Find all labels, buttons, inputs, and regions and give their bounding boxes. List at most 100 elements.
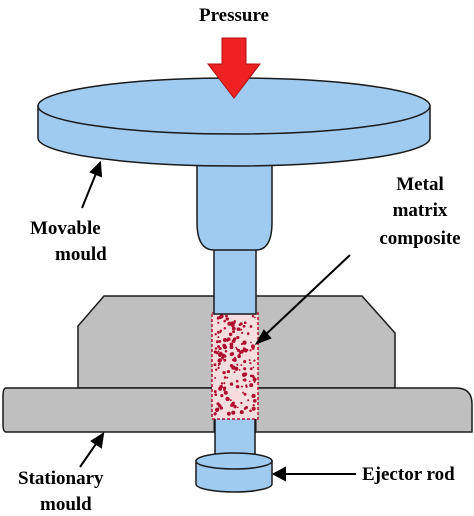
composite-label-line1: Metal xyxy=(396,174,443,195)
composite-particle xyxy=(237,354,241,359)
composite-particle xyxy=(213,363,217,367)
composite-particle xyxy=(249,383,254,388)
composite-particle xyxy=(213,412,217,416)
composite-particle xyxy=(219,406,224,410)
composite-particle xyxy=(224,350,228,353)
ejector-rod-leader-head-icon xyxy=(271,466,286,482)
composite-particle xyxy=(227,321,232,326)
composite-particle xyxy=(223,376,227,379)
ejector-rod-label: Ejector rod xyxy=(362,464,455,485)
composite-particle xyxy=(254,316,256,319)
composite-particle xyxy=(217,350,220,353)
composite-particle xyxy=(218,346,222,351)
composite-particle xyxy=(236,406,239,409)
composite-particle xyxy=(213,390,217,394)
composite-particle xyxy=(238,323,242,326)
composite-particle xyxy=(240,349,244,354)
composite-particle xyxy=(240,385,243,388)
composite-particle xyxy=(245,348,249,352)
composite-particle xyxy=(242,340,247,345)
composite-particle xyxy=(245,384,248,387)
composite-particle xyxy=(215,340,219,344)
composite-particle xyxy=(243,407,247,410)
composite-particle xyxy=(241,331,244,334)
ejector-rod-head-top xyxy=(195,452,273,470)
movable-mould-leader-head-icon xyxy=(89,160,103,178)
composite-particle xyxy=(252,398,257,403)
movable-mould-label-line2: mould xyxy=(55,244,107,265)
composite-particle xyxy=(229,399,232,402)
composite-particle xyxy=(229,382,234,386)
composite-particle xyxy=(226,370,230,374)
stationary-mould-leader xyxy=(79,440,99,468)
composite-particle xyxy=(218,362,221,366)
composite-particle xyxy=(217,364,220,367)
composite-particle xyxy=(233,404,237,409)
movable-mould-leader xyxy=(81,170,98,209)
pressure-arrow-icon xyxy=(206,37,262,99)
composite-label-line2: matrix xyxy=(393,200,448,221)
composite-particle xyxy=(251,314,255,318)
composite-particle xyxy=(214,377,217,379)
composite-particle xyxy=(223,319,226,323)
composite-particle xyxy=(249,361,252,365)
composite-label-line3: composite xyxy=(379,228,460,249)
composite-particle xyxy=(247,399,250,402)
composite-particle xyxy=(250,341,252,344)
composite-particle xyxy=(243,360,247,364)
composite-particle xyxy=(218,351,223,356)
composite-particle xyxy=(225,396,230,402)
composite-particle xyxy=(242,378,245,382)
composite-particle xyxy=(250,344,256,349)
composite-particle xyxy=(249,374,253,378)
composite-particle xyxy=(218,339,222,343)
composite-particle xyxy=(253,380,256,383)
composite-particle xyxy=(223,354,225,356)
composite-particle xyxy=(249,349,252,352)
leader-arrows xyxy=(79,160,356,482)
composite-particle xyxy=(230,321,235,326)
composite-particle xyxy=(239,328,243,331)
composite-particle xyxy=(239,410,244,415)
composite-particle xyxy=(231,365,236,370)
composite-particle xyxy=(214,333,217,336)
composite-particle xyxy=(215,368,218,371)
composite-leader-head-icon xyxy=(254,329,272,345)
composite-particle xyxy=(235,346,237,349)
composite-particle xyxy=(223,390,228,395)
composite-particle xyxy=(233,358,237,362)
composite-particle xyxy=(222,337,228,343)
composite-particle xyxy=(224,314,228,318)
composite-particle xyxy=(222,345,228,350)
composite-particle xyxy=(219,331,222,334)
composite-particle xyxy=(248,359,251,362)
composite-particle xyxy=(218,315,223,320)
composite-particle xyxy=(231,326,236,331)
composite-particle xyxy=(253,359,256,362)
composite-particle xyxy=(235,379,239,383)
composite-particle xyxy=(226,376,229,379)
composite-particle xyxy=(226,411,231,416)
composite-particle xyxy=(242,324,246,328)
composite-particle xyxy=(243,372,248,377)
composite-particle xyxy=(220,382,224,385)
composite-particle xyxy=(232,401,235,404)
composite-particle xyxy=(243,392,247,396)
composite-particle xyxy=(229,352,234,357)
composite-particle xyxy=(252,366,255,369)
stationary-mould-label-line1: Stationary xyxy=(18,468,104,489)
composite-particle xyxy=(219,329,223,332)
composite-particle xyxy=(223,358,227,362)
composite-particle xyxy=(217,359,221,363)
composite-particle xyxy=(236,363,239,366)
composite-leader xyxy=(261,254,351,339)
composite-particle xyxy=(233,356,237,360)
composite-particle xyxy=(217,321,220,324)
composite-particle xyxy=(231,410,236,415)
composite-particle xyxy=(249,367,253,371)
composite-particle xyxy=(217,366,220,370)
composite-particle xyxy=(238,369,241,371)
composite-particle xyxy=(236,348,241,353)
composite-particle xyxy=(243,321,247,325)
composite-particle xyxy=(249,325,253,328)
